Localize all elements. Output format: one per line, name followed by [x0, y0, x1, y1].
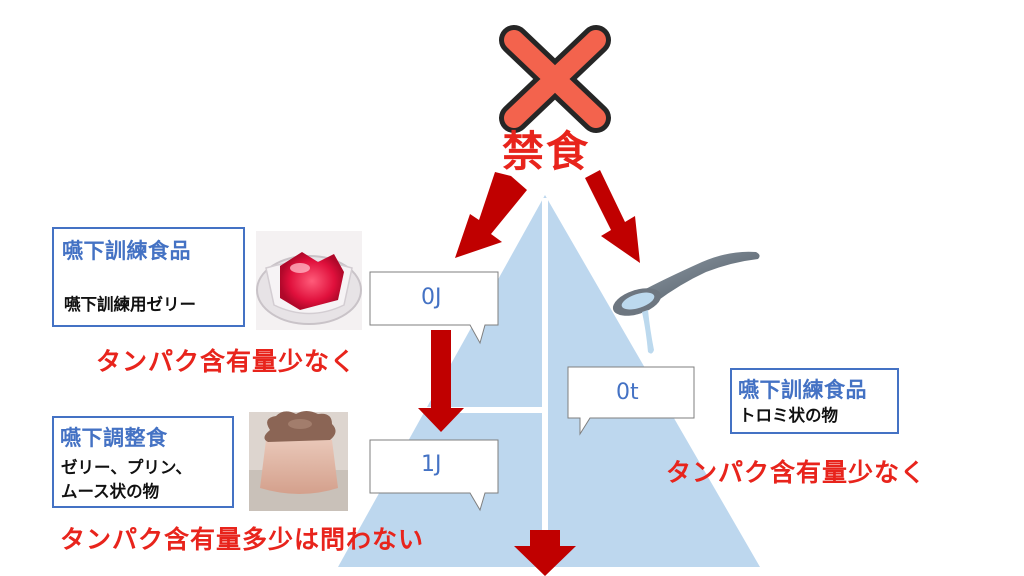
pyramid-shape — [338, 195, 760, 567]
arrow-0j-to-1j — [418, 330, 464, 432]
protein-note-right: タンパク含有量少なく — [666, 458, 927, 487]
callout-1j-shape — [369, 439, 499, 512]
arrow-right-down — [585, 170, 640, 263]
callout-0j-label: 0J — [421, 285, 442, 310]
swallowing-adjusted-food-box: 嚥下調整食 ゼリー、プリン、 ムース状の物 — [52, 416, 234, 508]
box-item: トロミ状の物 — [739, 406, 838, 425]
fasting-label: 禁食 — [502, 127, 591, 176]
swallowing-training-food-box: 嚥下訓練食品 嚥下訓練用ゼリー — [52, 227, 245, 327]
callout-0j-shape — [369, 271, 499, 345]
pudding-photo — [249, 411, 348, 511]
callout-0t-shape — [567, 366, 695, 436]
box-title: 嚥下訓練食品 — [62, 239, 191, 263]
arrow-bottom — [514, 530, 576, 576]
box-line-1: ゼリー、プリン、 — [61, 458, 192, 477]
box-title: 嚥下調整食 — [60, 426, 168, 450]
callout-1j-label: 1J — [421, 452, 442, 477]
protein-note-bottom: タンパク含有量多少は問わない — [60, 525, 425, 554]
cross-mark-icon — [499, 25, 611, 133]
spoon-icon — [612, 251, 760, 354]
box-item: 嚥下訓練用ゼリー — [64, 295, 196, 314]
thickened-food-box: 嚥下訓練食品 トロミ状の物 — [730, 368, 899, 434]
callout-0t-label: 0t — [616, 380, 639, 405]
box-title: 嚥下訓練食品 — [738, 378, 867, 402]
jelly-photo — [256, 231, 362, 330]
arrow-left-down — [455, 172, 527, 258]
box-line-2: ムース状の物 — [61, 482, 160, 501]
protein-note-left: タンパク含有量少なく — [96, 347, 357, 376]
